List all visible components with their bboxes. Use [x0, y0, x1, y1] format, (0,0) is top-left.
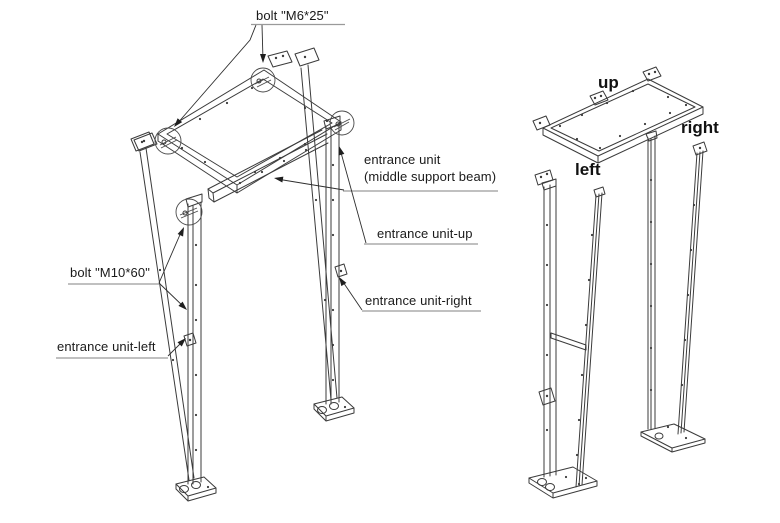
leader-unit-left [56, 338, 186, 359]
middle-support-beam [207, 129, 329, 203]
exploded-label-left: left [575, 160, 601, 179]
right-post [313, 115, 355, 422]
exploded-label-up: up [598, 73, 619, 92]
callout-middle-beam-line1: entrance unit [364, 152, 441, 167]
callout-bolt-m10: bolt "M10*60" [70, 265, 150, 280]
left-frame [528, 169, 606, 499]
callout-bolt-m6: bolt "M6*25" [256, 8, 329, 23]
right-frame [640, 130, 708, 453]
callout-unit-right: entrance unit-right [365, 293, 472, 308]
callout-middle-beam-line2: (middle support beam) [364, 169, 497, 184]
right-brace [294, 47, 338, 401]
leader-middle-beam [251, 23, 498, 192]
bolt-detail-circle-top-left [154, 127, 182, 155]
exploded-view [528, 66, 708, 499]
bolt-detail-circle-left-post [175, 198, 203, 226]
left-post [175, 193, 217, 502]
leader-bolt-m6 [174, 24, 266, 127]
leader-unit-right [339, 277, 481, 312]
up-panel [532, 66, 704, 164]
assembled-entrance-unit [56, 23, 498, 502]
callout-unit-up: entrance unit-up [377, 226, 473, 241]
leader-unit-up [338, 146, 478, 245]
callout-unit-left: entrance unit-left [57, 339, 156, 354]
exploded-label-right: right [681, 118, 719, 137]
leader-bolt-m10 [68, 227, 187, 310]
bolt-detail-circle-top-right [250, 67, 276, 93]
bolt-detail-circle-right-post [329, 110, 355, 136]
left-brace [130, 131, 195, 481]
